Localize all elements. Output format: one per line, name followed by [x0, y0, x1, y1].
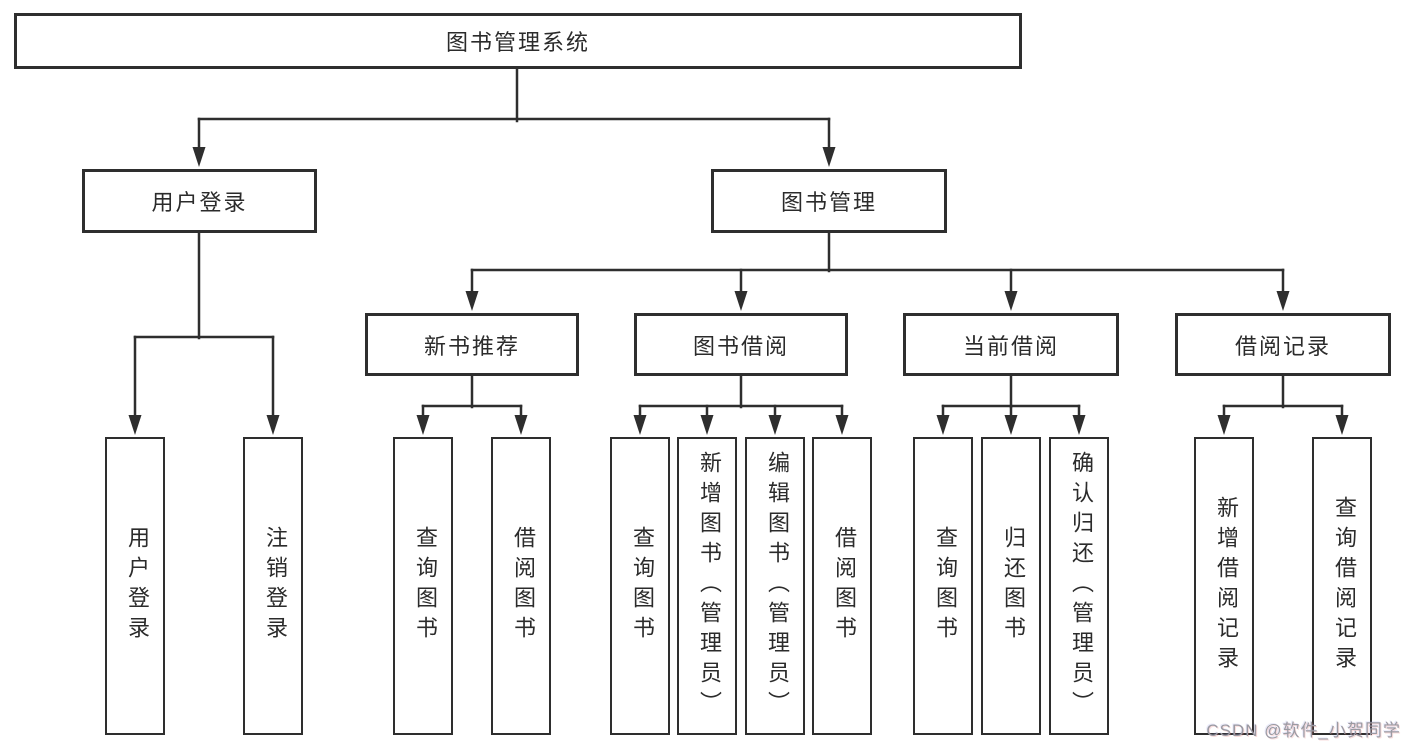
node-current-borrowing: 当前借阅 [903, 313, 1119, 376]
node-leaf-query-books-current: 查询图书 [913, 437, 973, 735]
node-leaf-query-books-recommend: 查询图书 [393, 437, 453, 735]
node-leaf-query-books-borrowing: 查询图书 [610, 437, 670, 735]
node-leaf-query-borrow-record: 查询借阅记录 [1312, 437, 1372, 735]
node-leaf-add-borrow-record: 新增借阅记录 [1194, 437, 1254, 735]
node-leaf-borrow-books-recommend: 借阅图书 [491, 437, 551, 735]
node-leaf-add-book-admin: 新增图书（管理员） [677, 437, 737, 735]
watermark: CSDN @软件_小贺同学 [1206, 721, 1401, 740]
node-book-borrowing: 图书借阅 [634, 313, 848, 376]
node-user-login: 用户登录 [82, 169, 317, 233]
node-new-book-recommend: 新书推荐 [365, 313, 579, 376]
node-library-management-system: 图书管理系统 [14, 13, 1022, 69]
node-leaf-return-books: 归还图书 [981, 437, 1041, 735]
node-leaf-edit-book-admin: 编辑图书（管理员） [745, 437, 805, 735]
node-book-management: 图书管理 [711, 169, 947, 233]
node-borrowing-records: 借阅记录 [1175, 313, 1391, 376]
node-leaf-user-login: 用户登录 [105, 437, 165, 735]
node-leaf-borrow-books: 借阅图书 [812, 437, 872, 735]
node-leaf-logout: 注销登录 [243, 437, 303, 735]
node-leaf-confirm-return-admin: 确认归还（管理员） [1049, 437, 1109, 735]
